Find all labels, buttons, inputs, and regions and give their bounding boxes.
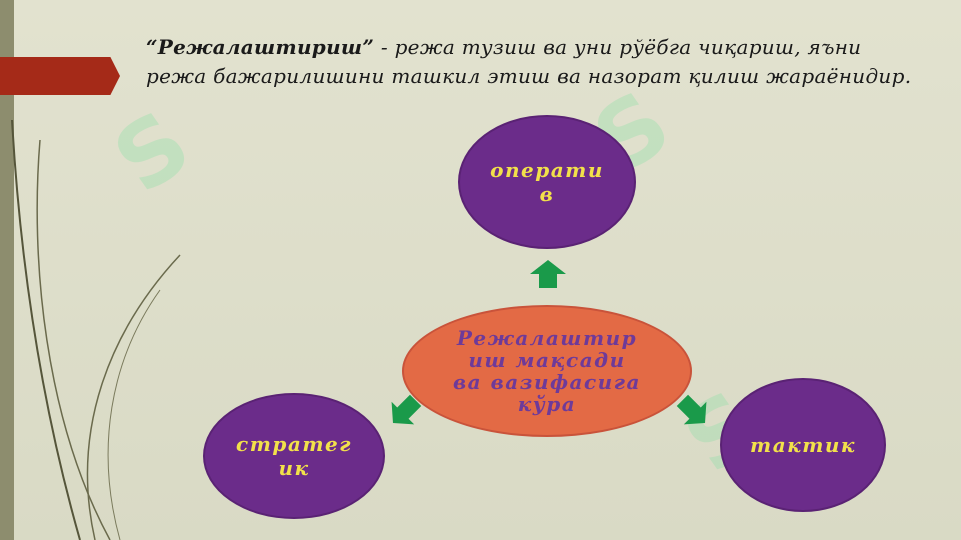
heading-term: “Режалаштириш” [146,35,375,59]
arrow-down-right-icon [676,394,707,425]
node-operative-label: операти в [490,158,604,206]
left-border-strip [0,0,14,540]
arrow-up-icon [530,260,566,288]
node-strategic: стратег ик [203,393,385,519]
node-operative: операти в [458,115,636,249]
heading-definition: - режа тузиш ва уни рўёбга чиқариш, яъни… [146,35,912,88]
node-center-label: Режалаштир иш мақсади ва вазифасига кўра [453,326,641,416]
red-tab-marker [0,57,120,95]
arrow-down-left-icon [391,394,422,425]
decorative-curves [11,119,181,540]
node-strategic-label: стратег ик [236,432,352,480]
node-tactical: тактик [720,378,886,512]
node-center: Режалаштир иш мақсади ва вазифасига кўра [402,305,692,437]
node-tactical-label: тактик [750,433,856,457]
heading-text: “Режалаштириш” - режа тузиш ва уни рўёбг… [146,33,926,91]
